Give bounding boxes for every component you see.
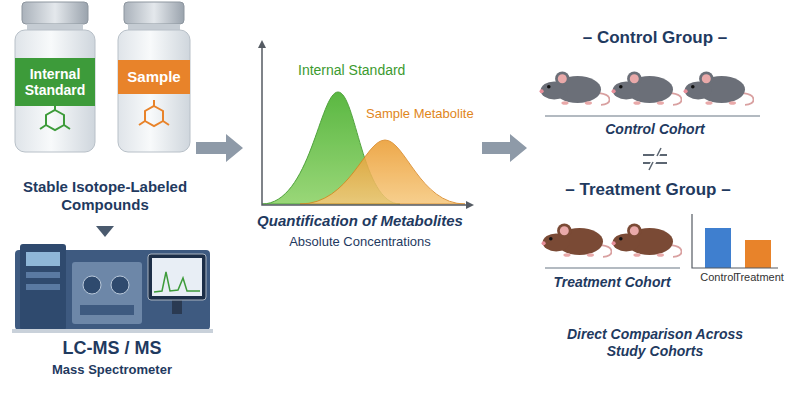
bar-axes: [692, 214, 778, 268]
molecule-icon: [145, 106, 163, 126]
flow-arrow: [196, 134, 243, 162]
peak-label: Internal Standard: [298, 62, 428, 79]
instrument-slot: [26, 284, 60, 290]
vial-label-text: Internal Standard: [20, 66, 90, 98]
molecule-icon: [46, 110, 64, 130]
control-bar: [705, 228, 731, 268]
vial-sample: [118, 2, 190, 152]
treatment-bar: [745, 240, 771, 268]
sample-peak: [300, 140, 465, 204]
vial-label: Sample: [118, 60, 190, 94]
instrument-title: LC-MS / MS: [12, 338, 212, 360]
section-caption: Stable Isotope-Labeled Compounds: [3, 178, 208, 214]
molecule-bonds: [40, 104, 70, 129]
axis-heads: [258, 40, 474, 209]
cohort-label: Control Cohort: [555, 121, 755, 138]
cohort-rule: [545, 267, 680, 269]
monitor-screen: [152, 258, 202, 296]
instrument-display: [26, 252, 60, 266]
cohort-label: Treatment Cohort: [527, 274, 697, 291]
chart-axes: [262, 44, 470, 205]
comparison-bar-chart: [692, 214, 778, 268]
control-mouse: [612, 72, 682, 105]
control-mouse: [684, 72, 754, 105]
instrument-port: [83, 276, 101, 294]
instrument-panel: [72, 262, 142, 324]
not-equal-break: [650, 149, 660, 169]
mass-spectrometer-icon: [12, 244, 213, 333]
screen-trace: [154, 272, 200, 292]
vial-cap: [22, 2, 88, 24]
group-heading: – Control Group –: [535, 28, 775, 48]
flow-arrow: [482, 134, 527, 162]
axis-label: Control: [696, 271, 740, 284]
vial-body: [118, 30, 190, 152]
instrument-subtitle: Mass Spectrometer: [12, 362, 212, 378]
control-mouse: [540, 72, 610, 105]
section-subcaption: Absolute Concentrations: [235, 234, 485, 250]
vial-label: Internal Standard: [15, 58, 95, 106]
peak-label: Sample Metabolite: [366, 106, 478, 122]
chromatogram: [258, 40, 474, 209]
down-arrow: [96, 226, 114, 237]
instrument-port: [111, 276, 129, 294]
vial-cap: [124, 2, 184, 24]
instrument-slot: [26, 272, 60, 278]
not-equal-slash: [649, 148, 661, 170]
vial-internal-standard: [15, 2, 95, 152]
instrument-tower: [20, 244, 66, 330]
molecule-bonds: [139, 100, 169, 125]
treatment-mouse: [612, 224, 682, 257]
axis-label: Treatment: [729, 271, 789, 284]
monitor: [148, 254, 206, 300]
section-caption: Quantification of Metabolites: [235, 212, 485, 230]
vial-label-text: Sample: [127, 68, 180, 85]
instrument-slot: [80, 305, 134, 315]
monitor-stand: [172, 300, 182, 314]
section-caption: Direct Comparison Across Study Cohorts: [555, 326, 755, 360]
group-heading: – Treatment Group –: [528, 180, 768, 200]
instrument-shadow: [12, 329, 213, 333]
vial-body: [15, 30, 95, 152]
cohort-rule: [545, 115, 760, 117]
treatment-mouse: [542, 224, 612, 257]
